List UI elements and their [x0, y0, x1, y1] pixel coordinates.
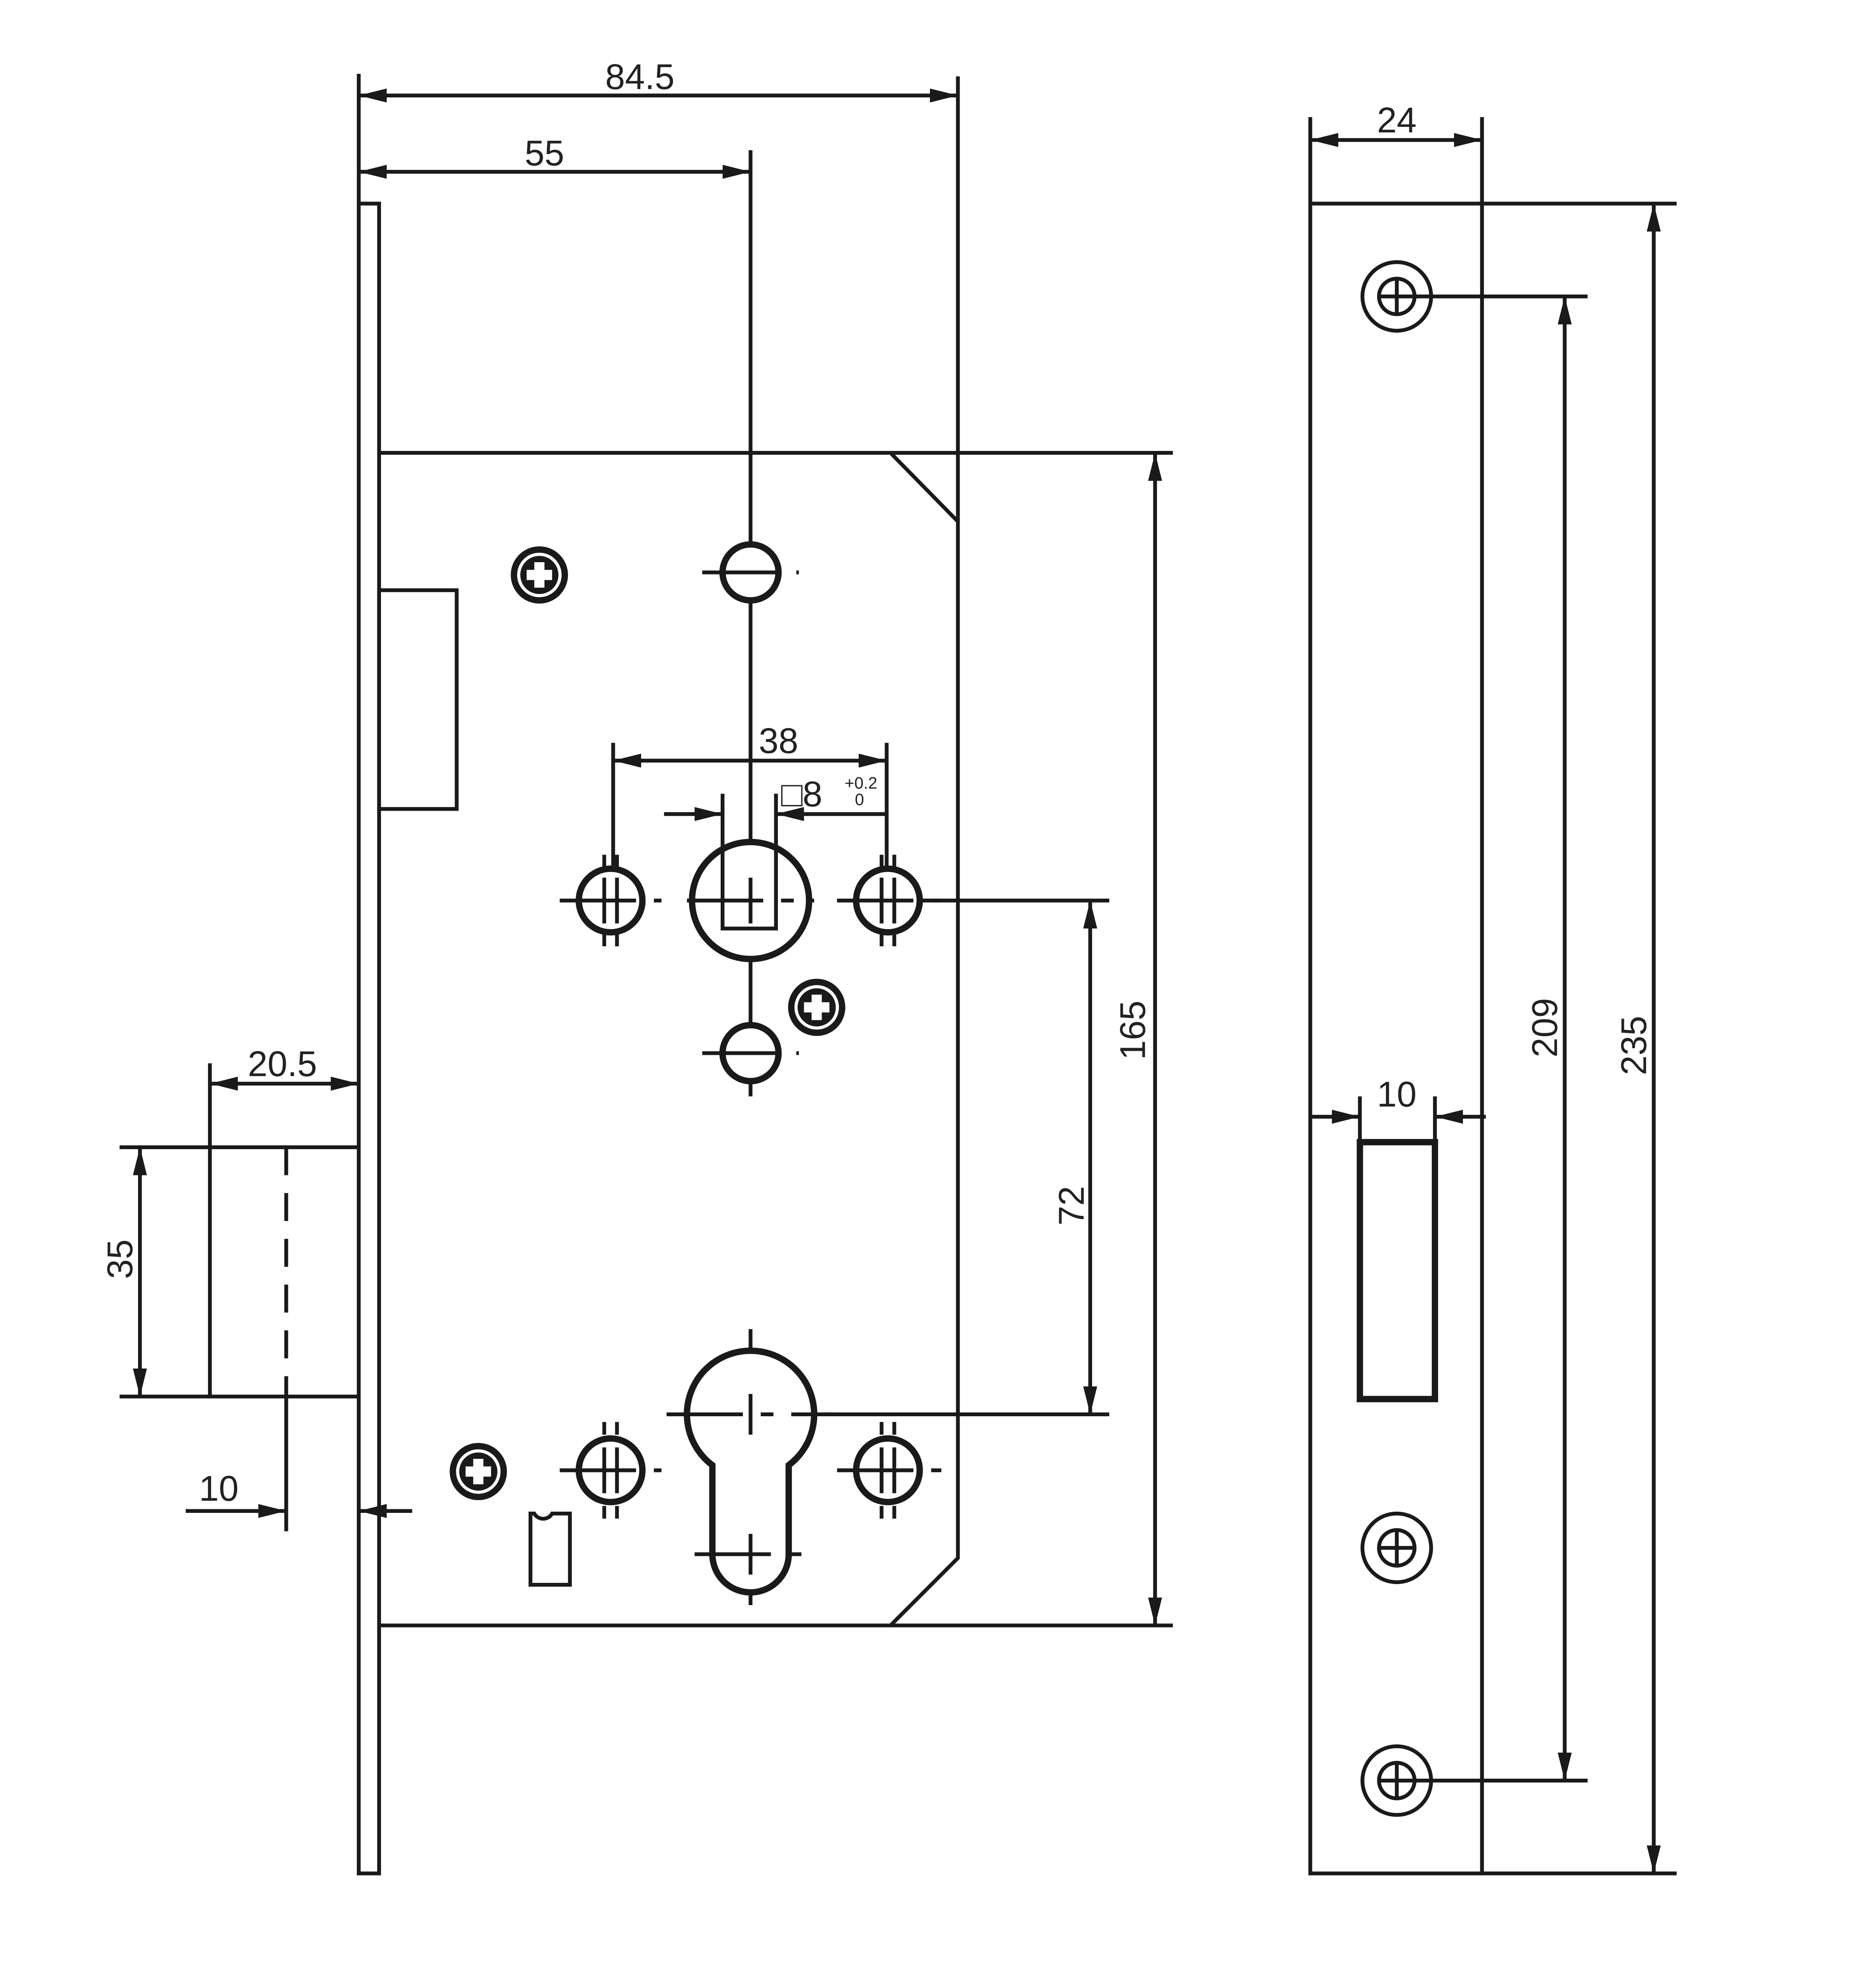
latch-bolt	[208, 1145, 359, 1399]
top-hole	[702, 541, 799, 604]
dim-faceplate-width: 24	[1377, 100, 1417, 140]
follower-hub	[687, 839, 814, 963]
dim-handle-hole-spacing: 38	[759, 721, 799, 761]
lock-case-outline	[379, 76, 1173, 1627]
dim-faceplate-length: 235	[1614, 1016, 1654, 1075]
dim-backset: 55	[525, 133, 564, 173]
dim-spindle-tol-lower: 0	[855, 790, 864, 809]
dim-spindle-square: □8	[781, 774, 822, 814]
lock-body-view: 84.5 55 38 □8 +0.2 0 165 72 20.5 35	[100, 57, 1173, 1875]
lock-tab	[529, 1511, 572, 1587]
faceplate-view: 24 10 209 235	[1308, 100, 1677, 1875]
dim-latch-height: 35	[100, 1239, 140, 1279]
middle-hole	[702, 1022, 799, 1085]
dim-center-distance: 72	[1052, 1186, 1091, 1226]
dim-backset-total: 84.5	[605, 57, 675, 97]
cylinder-hole-left	[560, 1422, 662, 1519]
dim-latch-projection: 20.5	[248, 1044, 317, 1083]
case-screw-icon	[788, 978, 846, 1036]
case-screw-icon	[511, 546, 568, 604]
dim-case-height: 165	[1113, 1000, 1153, 1060]
dim-slot-width: 10	[1377, 1074, 1417, 1114]
faceplate-hole-middle	[1360, 1511, 1433, 1584]
faceplate-edge	[357, 202, 381, 1875]
faceplate-latch-slot	[1357, 1139, 1438, 1402]
faceplate-outline	[1308, 202, 1484, 1875]
handle-hole-left	[560, 854, 662, 947]
faceplate-slot-outline	[377, 588, 459, 811]
cylinder-hole-right	[837, 1422, 941, 1519]
euro-cylinder-cutout	[667, 1347, 835, 1596]
case-screw-icon	[449, 1443, 507, 1501]
dim-fixing-hole-spacing: 209	[1525, 998, 1565, 1057]
dim-spindle-tol-upper: +0.2	[845, 773, 877, 792]
dim-latch-offset: 10	[199, 1469, 239, 1508]
